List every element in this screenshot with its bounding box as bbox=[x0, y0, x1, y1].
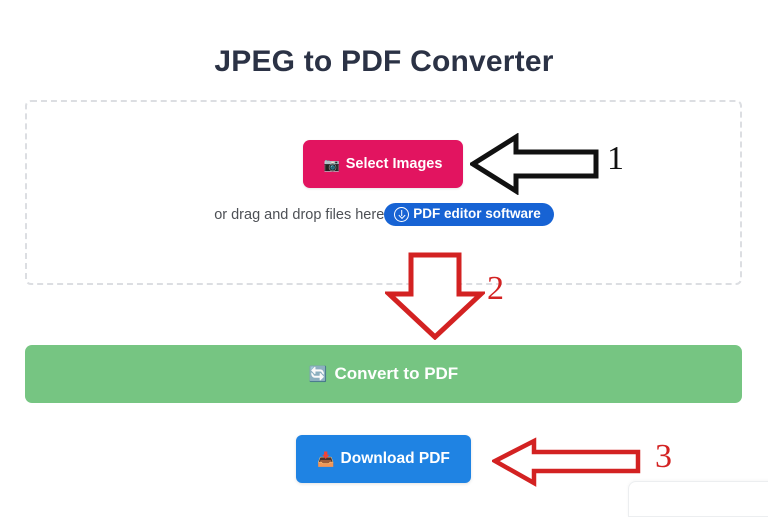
camera-icon: 📷 bbox=[323, 156, 340, 172]
download-pdf-label: Download PDF bbox=[340, 450, 450, 467]
annotation-arrow-left-icon-3 bbox=[492, 437, 641, 487]
circle-download-icon bbox=[394, 206, 410, 222]
dropzone-hint-row: or drag and drop files here PDF editor s… bbox=[0, 203, 768, 226]
pdf-editor-software-label: PDF editor software bbox=[413, 206, 541, 221]
select-images-button[interactable]: 📷 Select Images bbox=[303, 140, 463, 188]
convert-to-pdf-label: Convert to PDF bbox=[334, 364, 459, 383]
refresh-icon: 🔄 bbox=[308, 365, 328, 383]
bottom-panel-edge bbox=[628, 481, 768, 517]
page-root: JPEG to PDF Converter 📷 Select Images or… bbox=[0, 0, 768, 502]
pdf-editor-software-badge[interactable]: PDF editor software bbox=[384, 203, 554, 226]
download-pdf-button[interactable]: 📥 Download PDF bbox=[296, 435, 471, 483]
inbox-tray-icon: 📥 bbox=[317, 451, 335, 467]
convert-to-pdf-button[interactable]: 🔄 Convert to PDF bbox=[25, 345, 742, 403]
select-images-label: Select Images bbox=[345, 156, 443, 172]
annotation-step-number-3: 3 bbox=[655, 438, 672, 475]
file-dropzone[interactable] bbox=[25, 100, 742, 285]
page-title: JPEG to PDF Converter bbox=[214, 45, 554, 78]
dropzone-hint-text: or drag and drop files here bbox=[214, 206, 385, 223]
